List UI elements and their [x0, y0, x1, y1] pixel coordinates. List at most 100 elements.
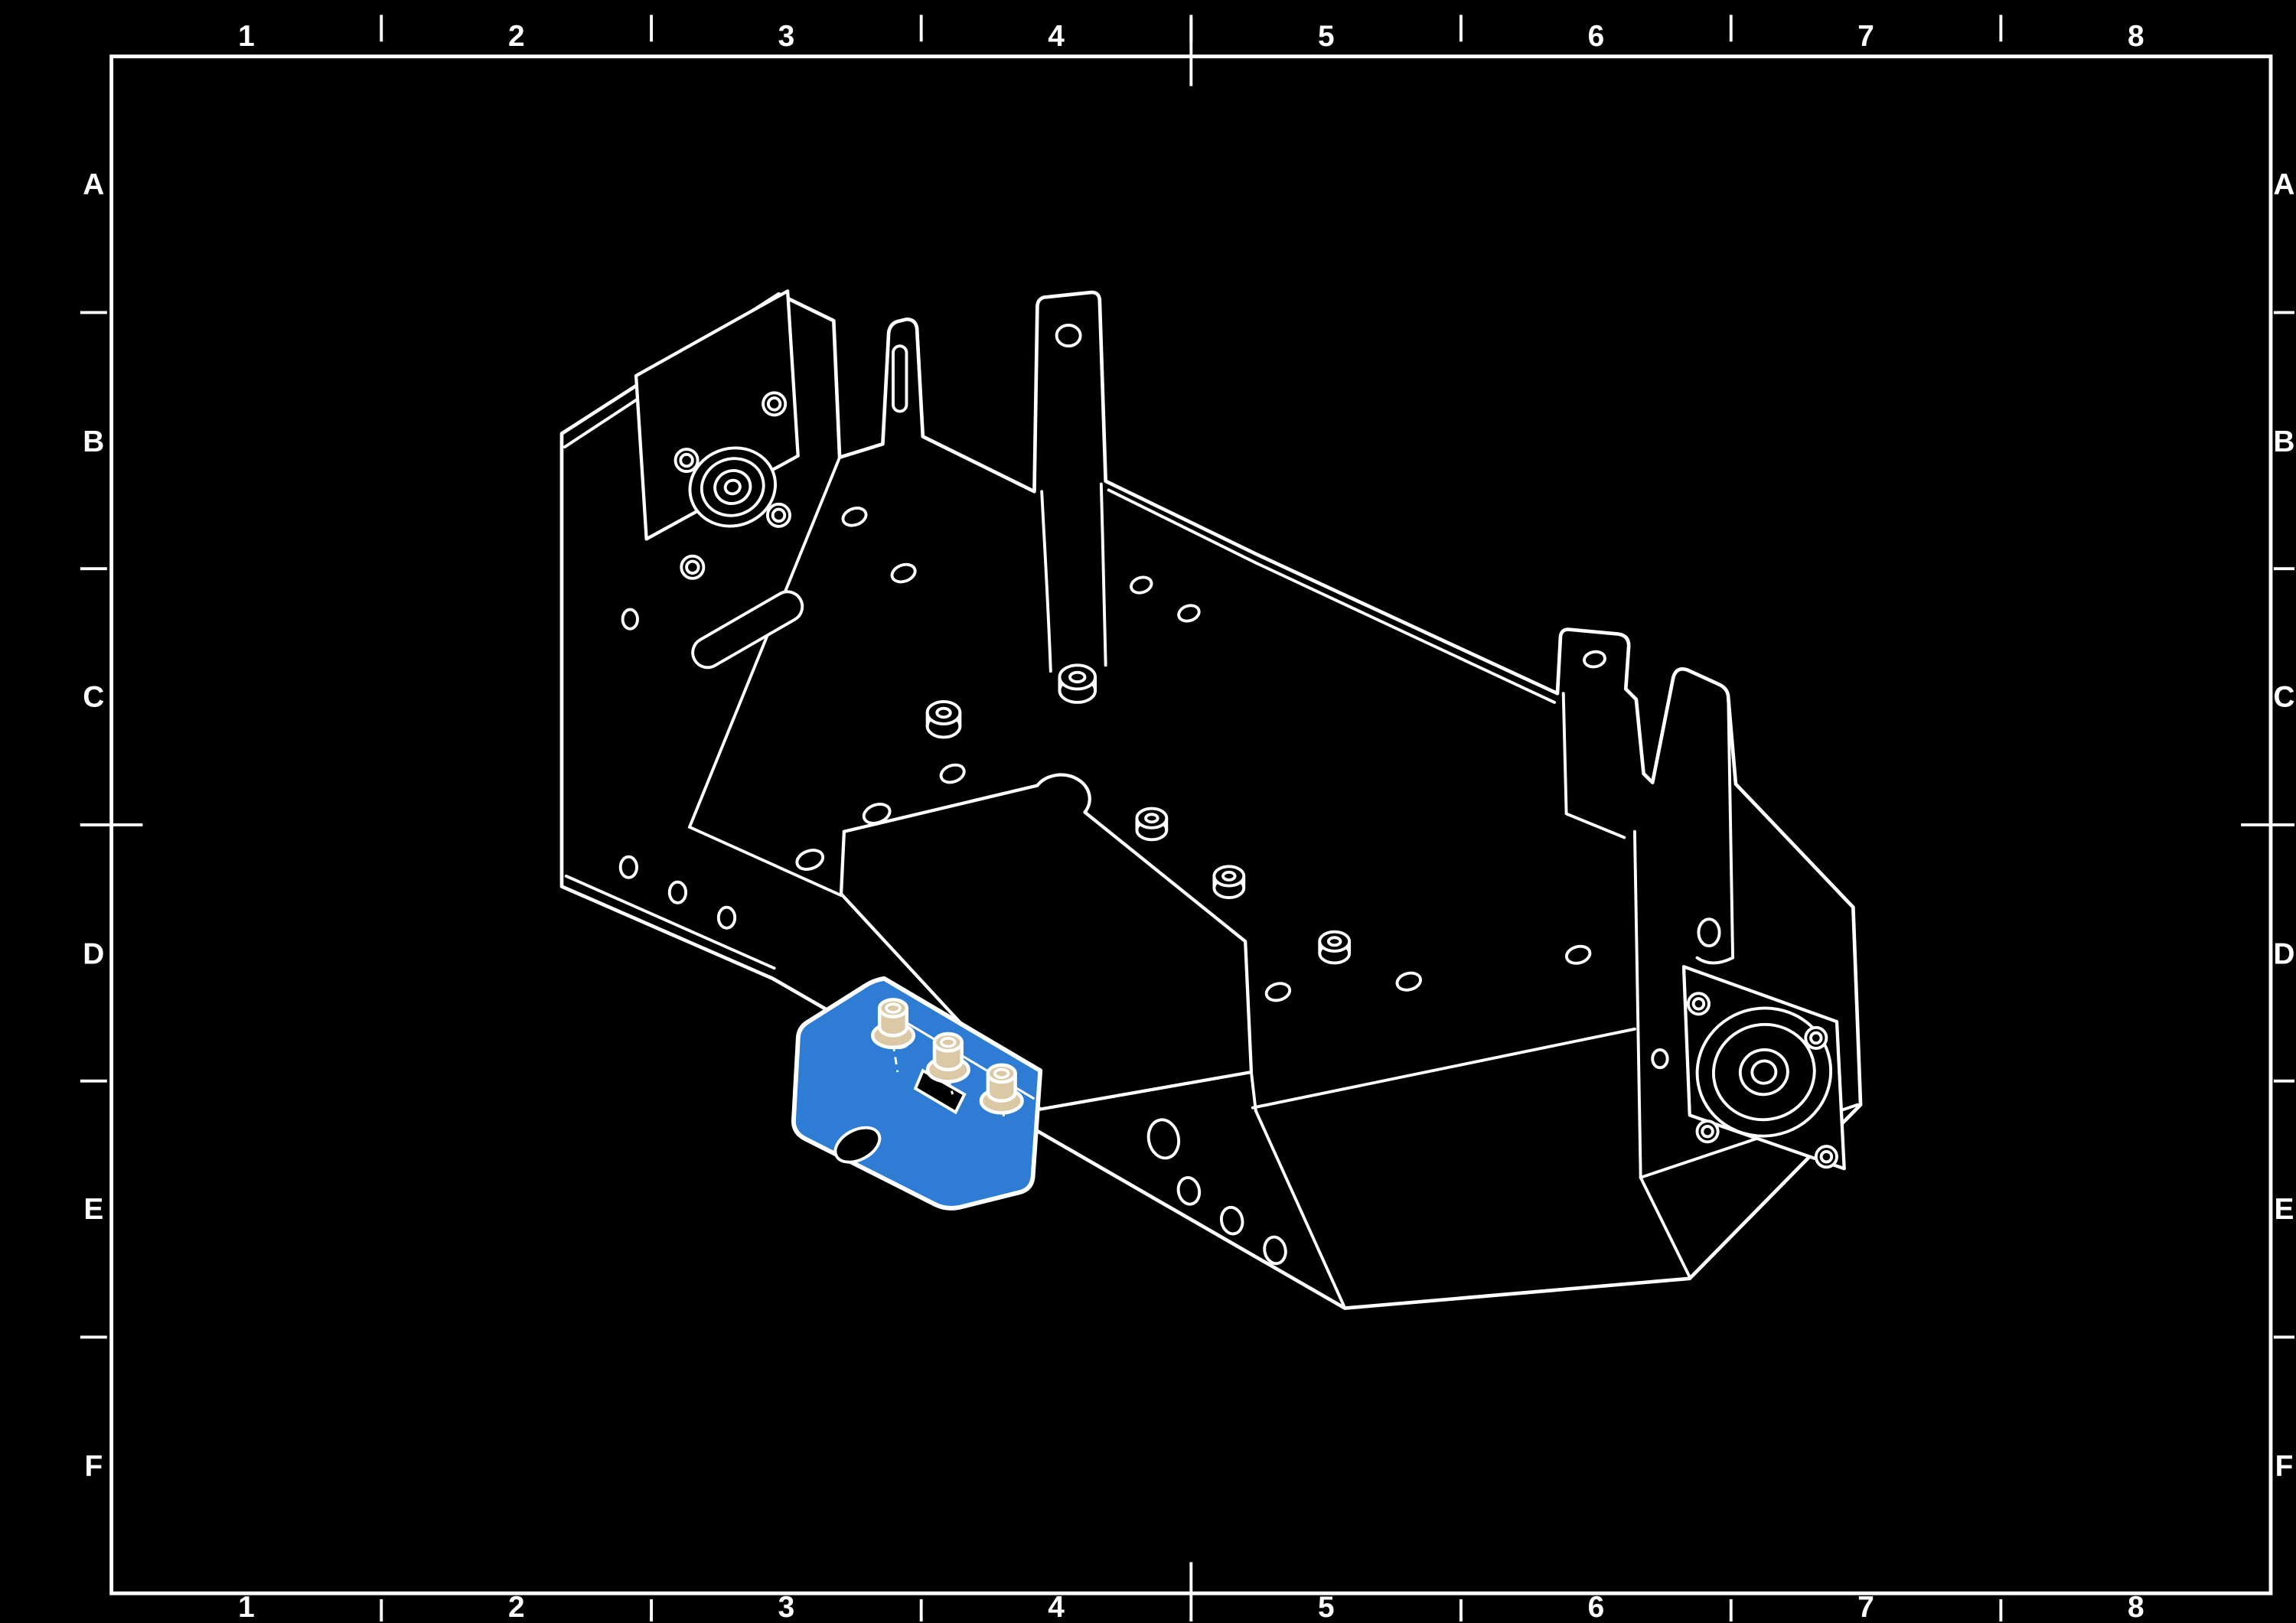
- screw-socket: [885, 1002, 902, 1014]
- grid-column-label: 7: [1857, 1591, 1874, 1623]
- plate-hole: [939, 763, 966, 784]
- wall-hole: [1219, 1205, 1244, 1236]
- screw-head-top: [932, 1031, 964, 1053]
- flange-screw-socket: [1809, 1031, 1823, 1045]
- grid-column-labels-bottom: 1 2 3 4 5 6 7 8: [238, 1591, 2144, 1623]
- top-plate-features: [795, 507, 1592, 1111]
- edge-line: [688, 455, 842, 829]
- wall-hole: [1176, 1176, 1202, 1206]
- grid-column-label: 5: [1318, 1591, 1335, 1623]
- tab-riser: [1040, 490, 1052, 673]
- standoff-hole: [1326, 936, 1342, 947]
- grid-column-label: 2: [508, 20, 525, 53]
- top-tabs: [892, 324, 1107, 704]
- grid-row-label: F: [84, 1450, 103, 1483]
- screw-socket: [685, 559, 700, 575]
- edge-line: [1107, 488, 1257, 565]
- fastener-screw-2: [925, 1031, 970, 1084]
- standoff-hole: [1144, 813, 1159, 824]
- grid-column-label: 6: [1588, 20, 1605, 53]
- grid-column-label: 8: [2128, 1591, 2144, 1623]
- grid-column-label: 4: [1048, 1591, 1065, 1623]
- flange-screw-socket: [1819, 1149, 1834, 1164]
- edge-line: [1254, 561, 1557, 704]
- plate-hole: [1177, 604, 1201, 623]
- grid-row-label: F: [2275, 1450, 2294, 1483]
- screw-head-top: [986, 1063, 1017, 1084]
- fasteners: [870, 998, 1024, 1119]
- motor-mount: [634, 289, 800, 580]
- bracket-edge: [1695, 956, 1735, 965]
- grid-column-label: 4: [1048, 20, 1065, 53]
- grid-column-label: 5: [1318, 20, 1335, 53]
- bearing-rings: [1695, 1006, 1833, 1138]
- flange-screw-socket: [1701, 1124, 1714, 1139]
- fastener-screw-1: [870, 998, 916, 1050]
- plate-hole: [1564, 944, 1592, 965]
- plate-hole: [1395, 971, 1422, 992]
- grid-row-label: E: [2275, 1193, 2294, 1226]
- fold-lines: [563, 305, 1860, 1310]
- grid-column-label: 1: [238, 20, 255, 53]
- edge-line: [564, 874, 776, 970]
- center-marks: [80, 18, 2295, 1622]
- grid-row-label: D: [83, 937, 104, 970]
- tab-riser: [1099, 482, 1107, 667]
- plate-hole: [862, 803, 892, 825]
- grid-column-label: 3: [778, 20, 795, 53]
- edge-line: [1254, 1109, 1347, 1310]
- grid-row-labels-left: A B C D E F: [83, 168, 104, 1483]
- plate-hole: [890, 562, 917, 584]
- edge-line: [1250, 1071, 1257, 1113]
- tab-hole: [1055, 324, 1082, 348]
- front-wall-holes: [1146, 1118, 1287, 1266]
- border-ticks: [80, 15, 2295, 1622]
- grid-row-label: B: [83, 425, 104, 458]
- screw-socket: [766, 396, 782, 412]
- screw-socket: [940, 1037, 957, 1048]
- bearing-bore: [1750, 1059, 1778, 1085]
- fastener-screw-3: [979, 1063, 1024, 1115]
- plate-cutout: [839, 773, 1254, 1111]
- bracket-notch: [913, 1068, 967, 1115]
- plate-hole: [841, 507, 868, 527]
- plate-hole: [1264, 982, 1292, 1002]
- screw-socket: [771, 507, 787, 523]
- wall-hole: [716, 905, 737, 930]
- edge-line: [1632, 829, 1642, 1179]
- screw-head-top: [877, 998, 909, 1018]
- wall-hole: [621, 608, 639, 631]
- right-upright-bracket: [1561, 650, 1735, 965]
- bracket-edge: [1727, 696, 1735, 960]
- grid-row-label: E: [83, 1193, 103, 1226]
- shaft-hole: [723, 478, 742, 496]
- grid-column-label: 3: [778, 1591, 795, 1623]
- tab-slot: [892, 344, 908, 413]
- flange-screw-socket: [1691, 997, 1706, 1011]
- motor-boss: [688, 446, 778, 528]
- standoff-hole: [1068, 670, 1087, 684]
- grid-row-label: A: [2273, 168, 2294, 201]
- grid-row-label: A: [83, 168, 104, 201]
- grid-row-label: C: [83, 681, 104, 714]
- bracket-hole: [1583, 650, 1606, 669]
- grid-column-label: 6: [1588, 1591, 1605, 1623]
- grid-column-labels-top: 1 2 3 4 5 6 7 8: [238, 20, 2144, 53]
- grid-column-label: 8: [2128, 20, 2144, 53]
- wall-hole: [667, 880, 688, 904]
- left-wall-features: [618, 590, 804, 930]
- grid-column-label: 2: [508, 1591, 525, 1623]
- grid-row-label: D: [2273, 937, 2294, 970]
- wall-slot: [691, 590, 804, 670]
- grid-row-labels-right: A B C D E F: [2273, 168, 2294, 1483]
- wall-hole: [1263, 1235, 1287, 1266]
- motor-screws: [673, 391, 791, 580]
- wall-hole-large: [1146, 1118, 1181, 1160]
- grid-row-label: B: [2273, 425, 2294, 458]
- face-hole: [1651, 1048, 1669, 1070]
- grid-column-label: 7: [1857, 20, 1874, 53]
- standoff-hole: [935, 706, 952, 719]
- title-frame: 1 2 3 4 5 6 7 8 1 2 3 4 5 6 7 8 A B C D …: [80, 15, 2295, 1623]
- plate-hole: [795, 849, 825, 871]
